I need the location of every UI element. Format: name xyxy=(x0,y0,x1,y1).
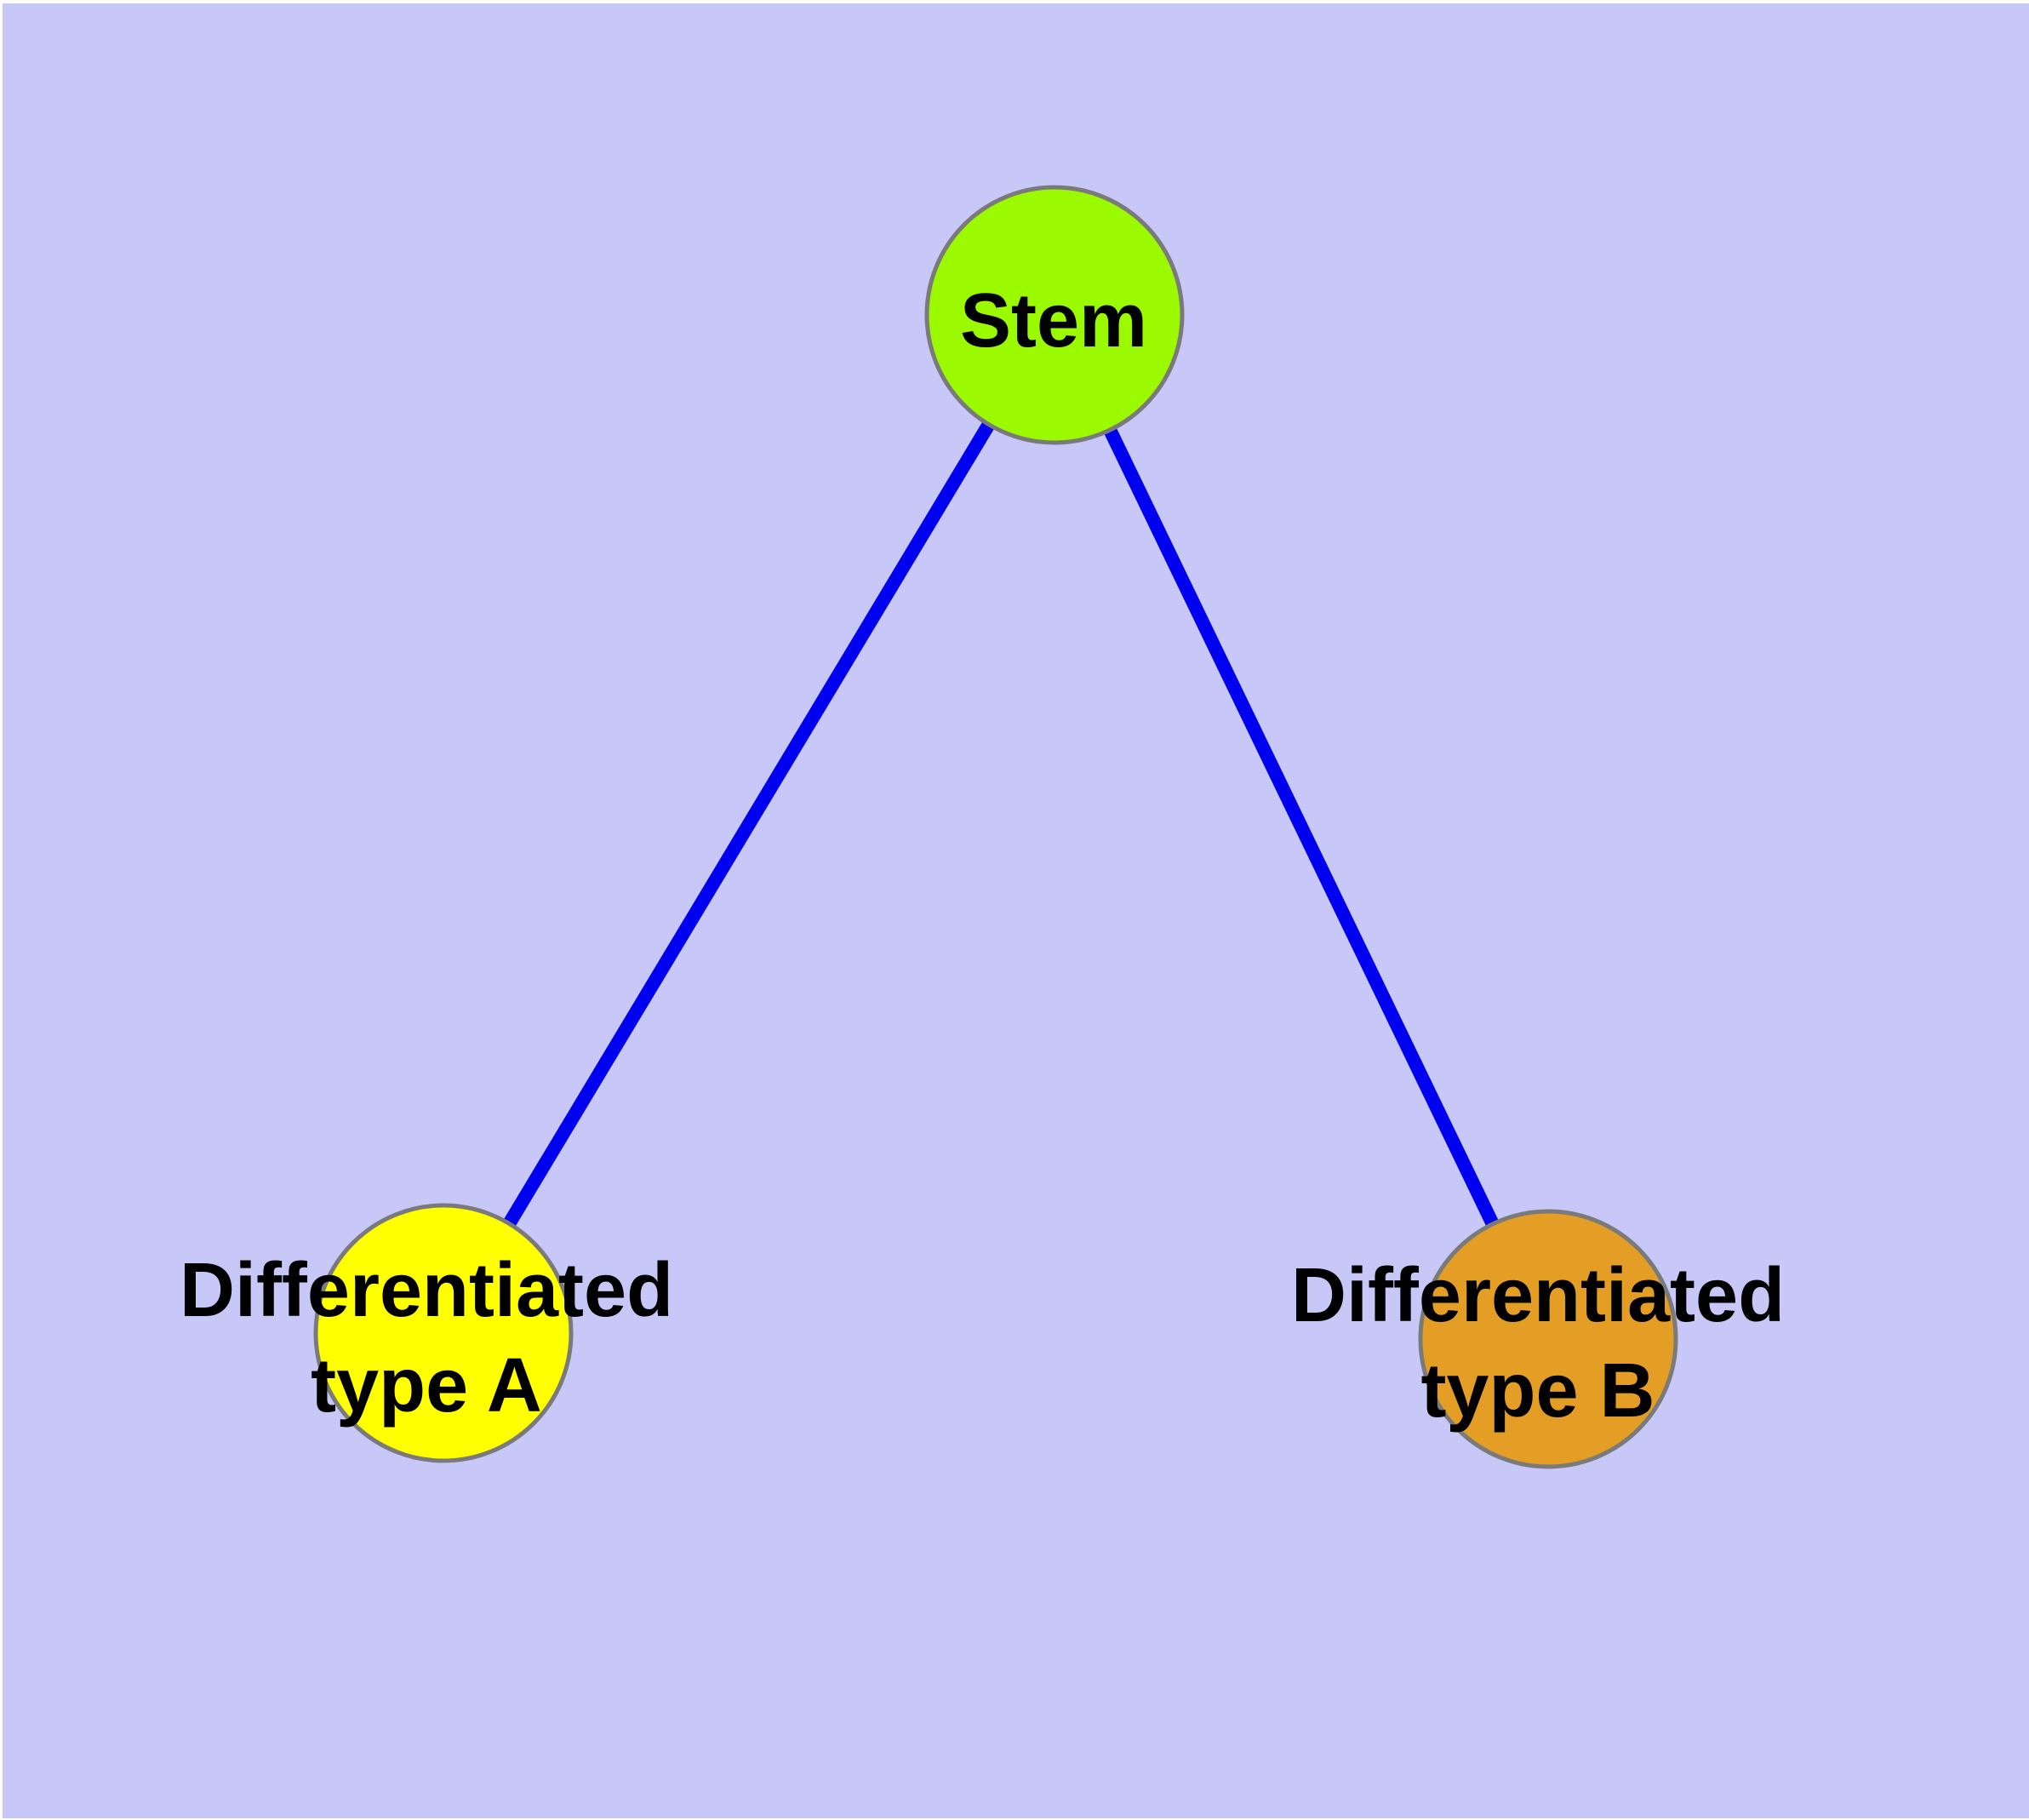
node-type-b-label-line2: type B xyxy=(1420,1348,1655,1434)
node-type-a-label: Differentiated type A xyxy=(180,1243,673,1434)
node-stem-circle xyxy=(924,185,1185,445)
node-type-b-label-line1: Differentiated xyxy=(1290,1253,1786,1338)
node-stem-label-text: Stem xyxy=(959,278,1148,363)
diagram-canvas: Stem Differentiated type A Differentiate… xyxy=(3,3,2029,1818)
edge-stem-to-type-b xyxy=(1048,312,1555,1342)
node-type-a-label-line2: type A xyxy=(311,1343,542,1428)
node-type-b-circle xyxy=(1418,1209,1678,1469)
edge-stem-to-type-a xyxy=(437,311,1060,1337)
node-type-a-label-line1: Differentiated xyxy=(179,1248,674,1333)
node-type-a-circle xyxy=(313,1203,574,1463)
node-type-b-label: Differentiated type B xyxy=(1291,1248,1785,1439)
node-stem-label: Stem xyxy=(960,273,1147,369)
